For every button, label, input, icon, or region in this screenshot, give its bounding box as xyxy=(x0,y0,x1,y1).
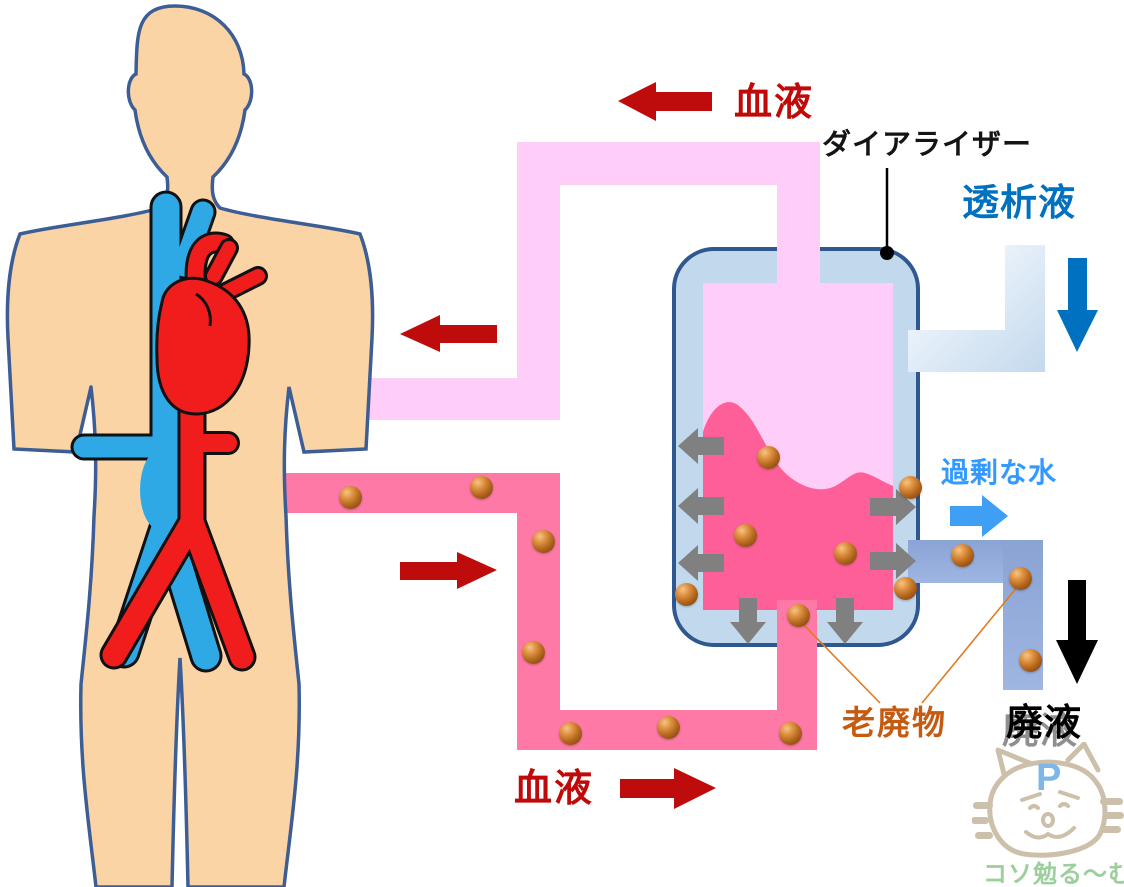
dialyzer-label: ダイアライザー xyxy=(822,129,1033,161)
excess-water-label: 過剰な水 xyxy=(941,457,1058,488)
vein-blue xyxy=(70,190,223,673)
clean-blood-tube-to-arm xyxy=(348,378,560,420)
waste-particle xyxy=(893,576,917,600)
blood-label-top: 血液 xyxy=(734,82,815,124)
blood-flow-arrow-bottom xyxy=(620,768,716,809)
clean-blood-tube-top xyxy=(517,142,820,185)
blood-pool-wave xyxy=(703,402,893,610)
cat-ear-right xyxy=(1065,742,1101,773)
waste-particle xyxy=(338,485,362,509)
heart-icon xyxy=(155,231,268,416)
dialysate-flow-arrow xyxy=(1057,258,1098,352)
waste-particle xyxy=(733,523,757,547)
clean-blood-tube-left-vertical xyxy=(517,142,560,420)
cat-stripes xyxy=(972,798,1124,839)
waste-particle xyxy=(1008,566,1032,590)
mascot-caption: コソ勉る〜む xyxy=(983,861,1124,887)
excess-water-arrow xyxy=(950,495,1008,537)
body-outline xyxy=(5,4,375,887)
waste-products-label: 老廃物 xyxy=(842,704,947,741)
waste-particle xyxy=(833,541,857,565)
cat-eye-left xyxy=(1028,804,1040,810)
blood-flow-arrow-top-left xyxy=(618,82,712,121)
dialysate-inlet-tube-horizontal xyxy=(908,330,1045,372)
waste-fluid-label: 廃液 xyxy=(1006,702,1082,743)
cat-brow-left xyxy=(1020,792,1042,802)
blood-flow-arrow-mid-left xyxy=(400,315,497,352)
waste-flow-arrow xyxy=(1056,580,1098,684)
cat-face xyxy=(987,759,1108,858)
waste-particle xyxy=(898,475,922,499)
cat-mascot: P xyxy=(972,742,1124,858)
artery-red xyxy=(99,355,257,672)
waste-particle xyxy=(778,721,802,745)
body-silhouette xyxy=(5,4,375,887)
cat-badge: P xyxy=(1036,757,1061,799)
dialysate-label: 透析液 xyxy=(962,182,1076,223)
waste-particle xyxy=(756,445,780,469)
blood-flow-arrow-mid-right xyxy=(400,552,497,589)
waste-particle xyxy=(656,715,680,739)
cat-brow-right xyxy=(1058,790,1080,800)
dialyzer-blood-pool xyxy=(703,402,893,610)
waste-particle xyxy=(521,640,545,664)
waste-particle xyxy=(558,721,582,745)
cat-nose xyxy=(1041,812,1055,828)
clean-blood-tube-dialyzer-outlet xyxy=(777,183,820,290)
waste-particle xyxy=(950,543,974,567)
waste-particle xyxy=(469,475,493,499)
cat-eye-right xyxy=(1058,802,1070,808)
cat-mouth xyxy=(1024,826,1076,840)
blood-out-tube-vertical xyxy=(517,473,560,750)
waste-particle xyxy=(786,603,810,627)
waste-particle xyxy=(531,529,555,553)
waste-particle xyxy=(674,582,698,606)
blood-label-bottom: 血液 xyxy=(514,768,595,810)
waste-particle xyxy=(1018,648,1042,672)
